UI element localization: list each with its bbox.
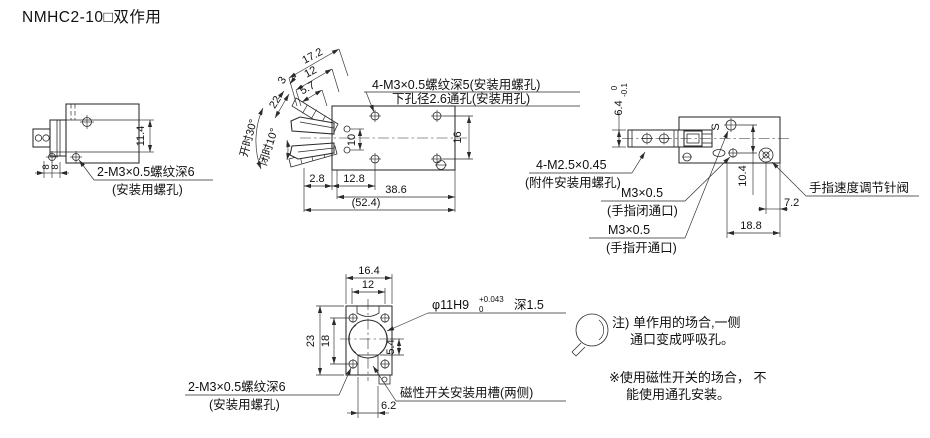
dim-12-bottom: 12 [362, 279, 374, 291]
note2-line1: ※使用磁性开关的场合， 不 [609, 370, 767, 385]
leader-bottom-mount [338, 367, 352, 396]
leader-close-port [684, 156, 731, 202]
dim-6-2: 6.2 [381, 400, 396, 412]
label-side-mount-line1: 2-M3×0.5螺纹深6 [97, 165, 195, 179]
dim-8-outer: 8 [50, 164, 61, 169]
label-valve: 手指速度调节针阀 [809, 180, 909, 195]
label-bore-depth: 深1.5 [514, 298, 544, 312]
dim-6-4-tol-lower: -0.1 [620, 83, 629, 97]
note2-line2: 能使用通孔安装。 [626, 387, 730, 402]
leader-valve [771, 161, 807, 197]
dim-23: 23 [305, 335, 317, 347]
dim-10-4: 10.4 [737, 165, 749, 186]
dim-52-4: (52.4) [352, 197, 381, 209]
dim-22: 22 [267, 94, 284, 111]
close-angle-label: 闭时10° [257, 127, 281, 168]
dim-12-8: 12.8 [343, 173, 364, 185]
leader-m25 [631, 151, 646, 174]
view-side-left: 11.4 8 8 2-M3×0.5螺纹深6 (安装用螺孔) [32, 103, 213, 197]
label-bottom-mount-line2: (安装用螺孔) [209, 397, 280, 412]
notes: 注) 单作用的场合,一侧 通口变成呼吸孔。 ※使用磁性开关的场合， 不 能使用通… [571, 313, 767, 402]
dim-16: 16 [452, 131, 464, 143]
label-bore-tol-lower: 0 [479, 305, 484, 314]
dim-6-4: 6.4 [613, 100, 625, 115]
dim-38-6: 38.6 [385, 184, 406, 196]
note1-line2: 通口变成呼吸孔。 [630, 332, 734, 347]
label-open-port-line2: (手指开通口) [606, 240, 677, 255]
dim-6-4-tol-upper: 0 [610, 85, 619, 90]
label-bore-tol-upper: +0.043 [479, 295, 504, 304]
label-front-holes-line1: 4-M3×0.5螺纹深5(安装用螺孔) [372, 77, 540, 92]
dim-18: 18 [320, 335, 332, 347]
leader-bore [386, 312, 429, 332]
label-switch-slot: 磁性开关安装用槽(两侧) [400, 385, 533, 400]
dim-11-4: 11.4 [135, 126, 147, 147]
dim-7-2: 7.2 [784, 197, 799, 209]
page-title: NMHC2-10□双作用 [22, 8, 161, 26]
leader-front-holes [365, 91, 375, 113]
label-m25-line2: (附件安装用螺孔) [525, 175, 621, 190]
label-close-port-line1: M3×0.5 [621, 186, 663, 200]
leader-side-mount [78, 159, 95, 181]
label-front-holes-line2: 下孔径2.6通孔(安装用孔) [392, 91, 530, 106]
view-bottom: 16.4 12 23 18 5.4 6.2 φ11H9 +0.043 0 深1 [185, 265, 566, 418]
label-side-mount-line2: (安装用螺孔) [112, 182, 183, 197]
dim-8-inner: 8 [41, 164, 52, 169]
dim-2-8: 2.8 [309, 173, 324, 185]
label-bottom-mount-line1: 2-M3×0.5螺纹深6 [188, 380, 286, 394]
dim-10: 10 [346, 134, 358, 146]
label-m25-line1: 4-M2.5×0.45 [536, 158, 607, 172]
label-open-port-line1: M3×0.5 [608, 223, 650, 237]
dim-5-4: 5.4 [385, 339, 397, 354]
label-bore: φ11H9 [432, 298, 469, 312]
label-close-port-line2: (手指闭通口) [607, 203, 678, 218]
dim-16-4: 16.4 [358, 265, 379, 277]
note1-line1: 注) 单作用的场合,一侧 [612, 315, 741, 330]
dim-3: 3 [276, 75, 289, 87]
s-port-mark: S [710, 123, 722, 130]
view-side-right: S 6.4 0 -0.1 10.4 7.2 18.8 [525, 83, 919, 255]
dim-18-8: 18.8 [740, 220, 761, 232]
leader-open-port [684, 130, 729, 239]
dim-12-front: 12 [302, 64, 318, 80]
leader-slot [372, 365, 397, 402]
port-detail-icon [575, 313, 609, 347]
